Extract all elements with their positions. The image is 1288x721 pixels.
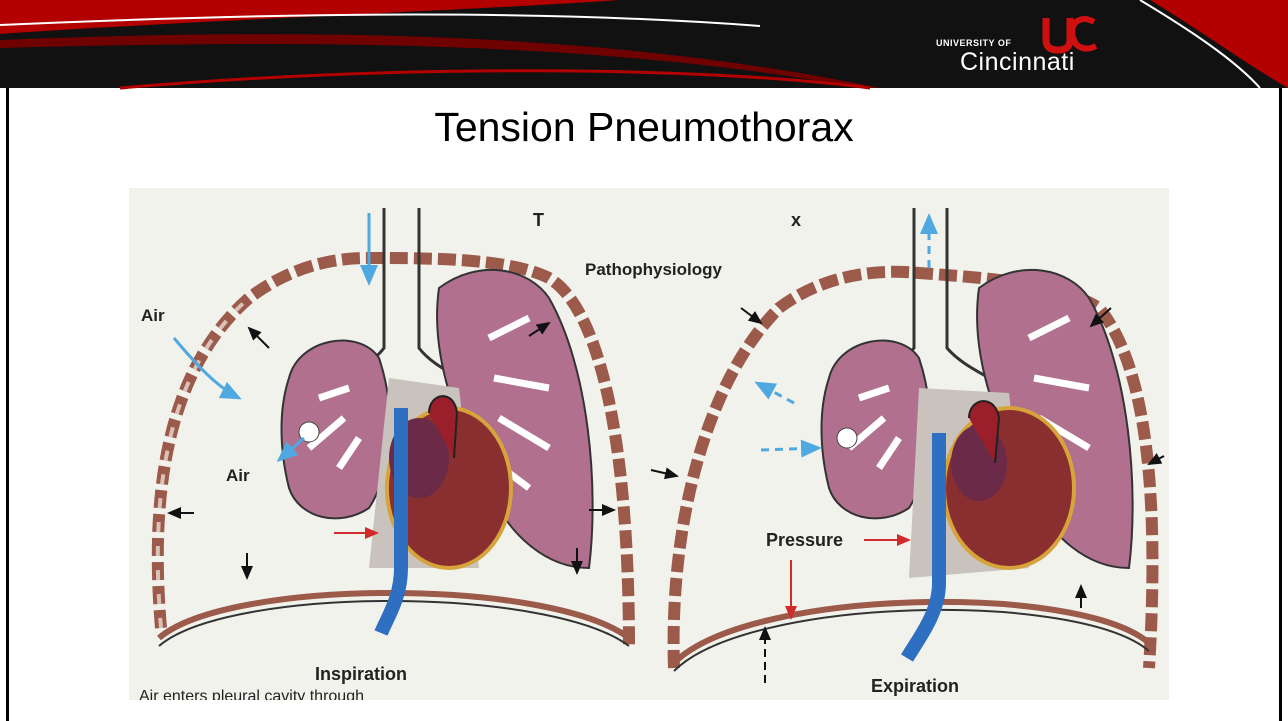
caption-inspiration: Inspiration [315,664,407,685]
caption-expiration: Expiration [871,676,959,697]
label-air-lung: Air [226,466,250,486]
logo-small-text: UNIVERSITY OF [936,38,1011,48]
diagram-heading: Pathophysiology [585,260,722,280]
right-thorax [651,208,1164,683]
label-pressure: Pressure [766,530,843,551]
label-air-top: Air [141,306,165,326]
university-logo: UNIVERSITY OF Cincinnati [930,14,1110,76]
caption-cut-text: Air enters pleural cavity through [139,688,364,700]
page-title: Tension Pneumothorax [0,104,1288,151]
heading-fragment-right: x [791,210,801,231]
heading-fragment-left: T [533,210,544,231]
left-thorax [158,208,629,648]
pneumothorax-illustration: T x Pathophysiology Air Air Inspiration … [129,188,1169,700]
logo-large-text: Cincinnati [960,48,1075,77]
